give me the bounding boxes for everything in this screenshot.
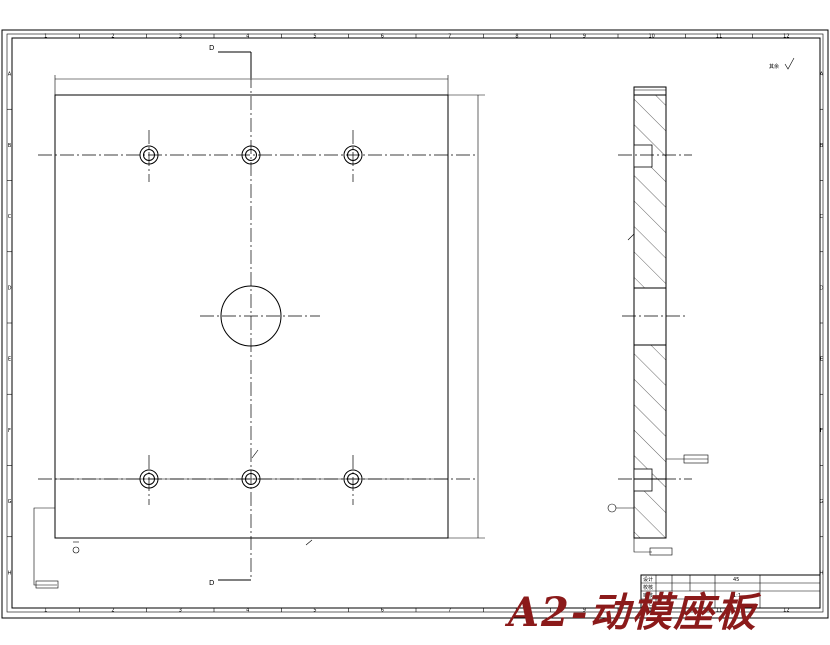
hatch-region-bottom — [634, 345, 666, 538]
zone-ticks — [7, 34, 823, 612]
zone-number-label: 1 — [44, 608, 47, 614]
zone-number-label: 8 — [515, 608, 518, 614]
title-block: 设计 校核 审核 工艺 45 1:1 — [640, 574, 821, 609]
bolt-holes — [139, 145, 363, 489]
zone-letter-label: D — [820, 285, 824, 291]
front-view: D D — [33, 44, 485, 589]
zone-number-label: 6 — [381, 608, 384, 614]
title-block-row-2: 校核 — [643, 584, 653, 591]
zone-number-label: 1 — [44, 34, 47, 40]
zone-letter-label: F — [8, 428, 11, 434]
section-marker-top: D — [209, 44, 214, 52]
zone-letter-label: D — [8, 285, 12, 291]
zone-number-label: 3 — [179, 34, 182, 40]
zone-letter-label: G — [820, 499, 824, 505]
tolerance-frame-side-bottom — [649, 547, 673, 556]
zone-number-label: 7 — [448, 34, 451, 40]
center-bore-circle — [220, 285, 282, 347]
zone-letter-label: A — [8, 72, 12, 78]
zone-number-label: 4 — [246, 608, 249, 614]
material-mark: 45 — [733, 577, 739, 583]
zone-letter-label: H — [820, 570, 824, 576]
inner-frame — [11, 37, 821, 609]
zone-letter-label: E — [8, 357, 11, 363]
zone-number-label: 9 — [583, 608, 586, 614]
drawing-title-caption: A2-动模座板 — [508, 589, 758, 636]
zone-letter-label: C — [8, 214, 12, 220]
zone-number-label: 12 — [783, 608, 789, 614]
zone-number-label: 9 — [583, 34, 586, 40]
outer-frame — [1, 29, 829, 619]
zone-number-label: 6 — [381, 34, 384, 40]
title-block-row-4: 工艺 — [643, 601, 653, 607]
plate-outline — [54, 94, 449, 539]
zone-number-label: 2 — [111, 608, 114, 614]
scale-value: 1:1 — [733, 593, 741, 599]
zone-number-label: 7 — [448, 608, 451, 614]
zone-number-label: 10 — [648, 608, 654, 614]
hatch-region-top — [634, 95, 666, 288]
zone-letter-label: A — [820, 72, 824, 78]
tolerance-frame-left — [35, 580, 59, 589]
zone-number-label: 8 — [515, 34, 518, 40]
zone-number-label: 2 — [111, 34, 114, 40]
zone-number-label: 11 — [716, 34, 722, 40]
zone-letter-label: B — [820, 143, 824, 149]
zone-number-label: 12 — [783, 34, 789, 40]
section-marker-bottom: D — [209, 579, 214, 587]
tolerance-frame-side — [683, 454, 709, 464]
zone-number-label: 11 — [716, 608, 722, 614]
zone-letter-label: E — [820, 357, 823, 363]
zone-number-label: 10 — [648, 34, 654, 40]
roughness-note: 其余 — [769, 63, 779, 70]
zone-number-label: 5 — [313, 34, 316, 40]
zone-letter-label: C — [820, 214, 824, 220]
zone-letter-label: G — [8, 499, 12, 505]
zone-number-label: 4 — [246, 34, 249, 40]
zone-frame — [6, 33, 824, 613]
side-section-view — [607, 86, 709, 556]
zone-number-label: 5 — [313, 608, 316, 614]
zone-letter-label: B — [8, 143, 12, 149]
title-block-row-3: 审核 — [643, 592, 653, 599]
zone-letter-label: H — [8, 570, 12, 576]
zone-letter-label: F — [820, 428, 823, 434]
zone-number-label: 3 — [179, 608, 182, 614]
title-block-row-1: 设计 — [643, 576, 653, 583]
